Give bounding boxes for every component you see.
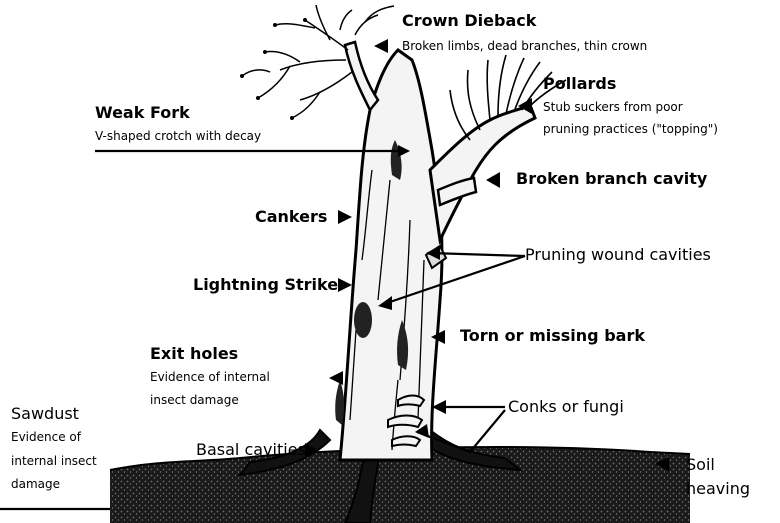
exit-holes-description-line-2: insect damage (150, 390, 239, 410)
crown-dieback-label: Crown Dieback (402, 12, 536, 30)
sawdust-description-line-3: damage (11, 474, 60, 494)
crown-dieback-description: Broken limbs, dead branches, thin crown (402, 36, 647, 56)
torn-bark-label: Torn or missing bark (460, 327, 645, 345)
dead-twig-tips (240, 18, 307, 120)
dead-crown-limb (345, 42, 378, 110)
sawdust-description-line-1: Evidence of (11, 427, 81, 447)
pruning-wound-cavities-label: Pruning wound cavities (525, 246, 711, 264)
pollards-description-line-1: Stub suckers from poor (543, 97, 683, 117)
weak-fork-description: V-shaped crotch with decay (95, 126, 261, 146)
broken-branch-cavity-label: Broken branch cavity (516, 170, 707, 188)
lightning-strike-label: Lightning Strike (193, 276, 338, 294)
pollards-description-line-2: pruning practices ("topping") (543, 119, 718, 139)
pollards-label: Pollards (543, 75, 616, 93)
exit-holes-description-line-1: Evidence of internal (150, 367, 270, 387)
conks-label: Conks or fungi (508, 398, 624, 416)
cankers-label: Cankers (255, 208, 327, 226)
basal-cavities-label: Basal cavities (196, 441, 306, 459)
sawdust-description-line-2: internal insect (11, 451, 97, 471)
soil-heaving-label-line-2: heaving (686, 480, 750, 498)
exit-holes-label: Exit holes (150, 345, 238, 363)
soil-heaving-label-line-1: Soil (686, 456, 715, 474)
weak-fork-label: Weak Fork (95, 104, 190, 122)
sawdust-label: Sawdust (11, 405, 79, 423)
